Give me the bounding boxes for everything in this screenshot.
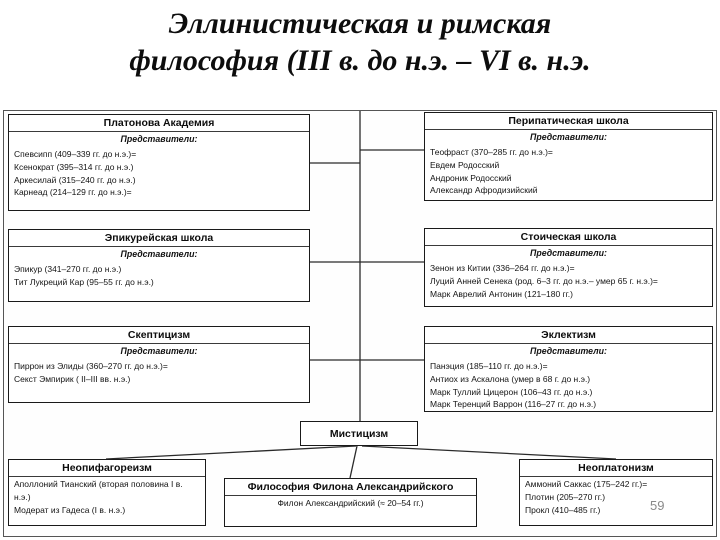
box-neopythagoreanism: Неопифагореизм Аполлоний Тианский (втора… (8, 459, 206, 526)
box-skepticism: Скептицизм Представители: Пиррон из Элид… (8, 326, 310, 403)
box-neoplatonism: Неоплатонизм Аммоний Саккас (175–242 гг.… (519, 459, 713, 526)
box-peripatetic-school: Перипатическая школа Представители: Теоф… (424, 112, 713, 201)
box-epicurean-school-subtitle: Представители: (120, 249, 198, 259)
slide-title-line2: философия (III в. до н.э. – VI в. н.э. (129, 43, 591, 77)
box-peripatetic-school-subtitle: Представители: (530, 132, 607, 142)
member: Секст Эмпирик ( II–III вв. н.э.) (14, 373, 131, 384)
member: Аполлоний Тианский (вторая половина I в.… (14, 479, 183, 502)
member: Антиох из Аскалона (умер в 68 г. до н.э.… (430, 373, 591, 384)
box-philo-philosophy: Философия Филона Александрийского Филон … (224, 478, 477, 527)
member: Александр Афродизийский (430, 185, 538, 196)
member: Аммоний Саккас (175–242 гг.)= (525, 479, 648, 489)
member: Эпикур (341–270 гг. до н.э.) (14, 264, 122, 274)
page-number: 59 (650, 498, 665, 513)
box-neopythagoreanism-title: Неопифагореизм (9, 460, 205, 477)
box-neoplatonism-title: Неоплатонизм (520, 460, 712, 477)
member: Прокл (410–485 гг.) (525, 504, 601, 515)
member: Спевсипп (409–339 гг. до н.э.)= (14, 149, 137, 159)
member: Пиррон из Элиды (360–270 гг. до н.э.)= (14, 361, 168, 371)
member: Марк Аврелий Антонин (121–180 гг.) (430, 288, 573, 299)
box-epicurean-school-title: Эпикурейская школа (9, 230, 309, 247)
box-eclecticism-subtitle: Представители: (530, 346, 607, 356)
box-skepticism-title: Скептицизм (9, 327, 309, 344)
box-platonic-academy-subtitle: Представители: (120, 134, 198, 144)
box-eclecticism-title: Эклектизм (425, 327, 712, 344)
slide-title: Эллинистическая и римская философия (III… (0, 6, 720, 79)
box-platonic-academy-title: Платонова Академия (9, 115, 309, 132)
member: Андроник Родосский (430, 172, 512, 183)
box-stoic-school-title: Стоическая школа (425, 229, 712, 246)
member: Марк Теренций Варрон (116–27 гг. до н.э.… (430, 399, 597, 410)
box-mysticism-title: Мистицизм (329, 427, 389, 440)
box-mysticism: Мистицизм (300, 421, 418, 446)
member: Зенон из Китии (336–264 гг. до н.э.)= (430, 263, 575, 273)
box-philo-philosophy-title: Философия Филона Александрийского (225, 479, 476, 496)
box-epicurean-school: Эпикурейская школа Представители: Эпикур… (8, 229, 310, 302)
member: Плотин (205–270 гг.) (525, 491, 606, 502)
slide-title-line1: Эллинистическая и римская (168, 7, 552, 40)
box-peripatetic-school-title: Перипатическая школа (425, 113, 712, 130)
member: Ксенократ (395–314 гг. до н.э.) (14, 161, 134, 172)
member: Луций Анней Сенека (род. 6–3 гг. до н.э.… (430, 275, 658, 286)
member: Евдем Родосский (430, 159, 500, 170)
member: Карнеад (214–129 гг. до н.э.)= (14, 187, 132, 198)
box-platonic-academy: Платонова Академия Представители: Спевси… (8, 114, 310, 211)
box-skepticism-subtitle: Представители: (120, 346, 198, 356)
member: Тит Лукреций Кар (95–55 гг. до н.э.) (14, 276, 154, 287)
member: Панэция (185–110 гг. до н.э.)= (430, 361, 548, 371)
member: Аркесилай (315–240 гг. до н.э.) (14, 174, 136, 185)
member: Филон Александрийский (≈ 20–54 гг.) (277, 498, 424, 508)
box-eclecticism: Эклектизм Представители: Панэция (185–11… (424, 326, 713, 412)
box-stoic-school-subtitle: Представители: (530, 248, 607, 258)
member: Марк Туллий Цицерон (106–43 гг. до н.э.) (430, 386, 593, 397)
member: Модерат из Гадеса (I в. н.э.) (14, 504, 126, 515)
box-stoic-school: Стоическая школа Представители: Зенон из… (424, 228, 713, 307)
member: Теофраст (370–285 гг. до н.э.)= (430, 147, 553, 157)
